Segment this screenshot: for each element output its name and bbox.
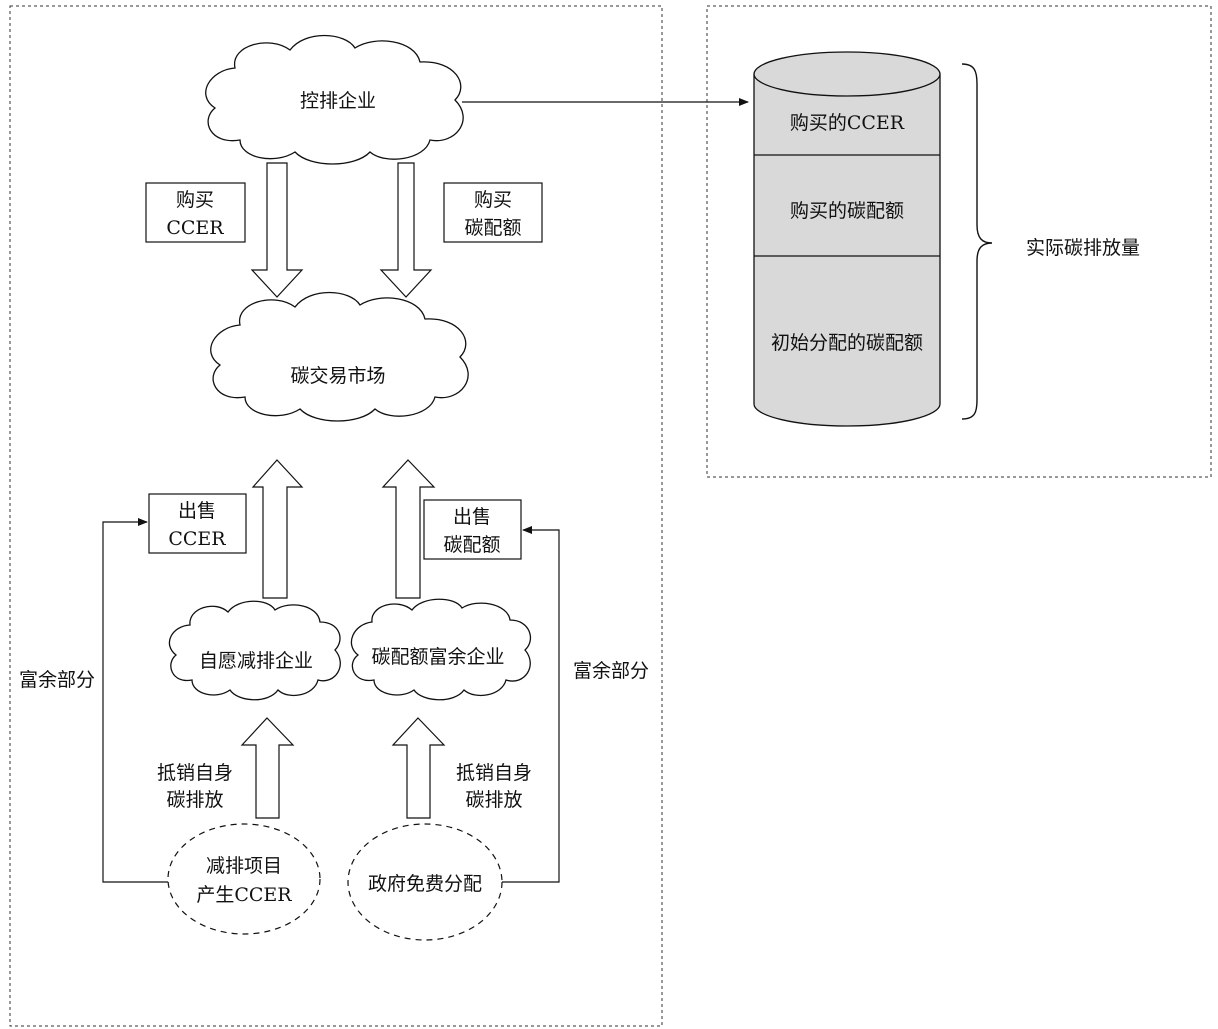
label-sell-quota: 出售 碳配额 xyxy=(423,499,522,560)
svg-text:碳配额: 碳配额 xyxy=(443,534,500,556)
cloud-carbon-market: 碳交易市场 xyxy=(210,291,469,422)
cylinder-segment-ccer: 购买的CCER xyxy=(790,112,905,134)
label-offset-right-line1: 抵销自身 xyxy=(456,762,532,784)
cloud-label: 碳配额富余企业 xyxy=(371,646,504,668)
svg-text:出售: 出售 xyxy=(453,506,491,528)
svg-text:出售: 出售 xyxy=(178,500,216,522)
cloud-voluntary-firm: 自愿减排企业 xyxy=(168,600,341,701)
cloud-label: 控排企业 xyxy=(300,90,376,112)
up-arrow-offset-right xyxy=(391,717,446,819)
label-surplus-right: 富余部分 xyxy=(573,660,649,682)
curly-brace xyxy=(961,63,993,420)
cloud-control-firm: 控排企业 xyxy=(205,34,464,165)
label-offset-left-line2: 碳排放 xyxy=(166,789,223,811)
svg-text:购买: 购买 xyxy=(176,189,214,211)
svg-text:购买: 购买 xyxy=(474,189,512,211)
cylinder-segment-initial-quota: 初始分配的碳配额 xyxy=(771,332,923,354)
emissions-cylinder: 购买的CCER 购买的碳配额 初始分配的碳配额 xyxy=(753,51,941,427)
svg-text:CCER: CCER xyxy=(166,217,224,239)
svg-text:减排项目: 减排项目 xyxy=(206,855,282,877)
label-offset-left-line1: 抵销自身 xyxy=(157,762,233,784)
label-buy-quota: 购买 碳配额 xyxy=(443,182,543,243)
down-arrow-buy-ccer xyxy=(250,162,304,298)
label-actual-emissions: 实际碳排放量 xyxy=(1026,237,1140,259)
label-offset-right-line2: 碳排放 xyxy=(465,789,522,811)
surplus-line-right xyxy=(502,526,560,883)
cloud-label: 碳交易市场 xyxy=(290,365,385,387)
svg-text:政府免费分配: 政府免费分配 xyxy=(368,873,482,895)
label-sell-ccer: 出售 CCER xyxy=(148,493,247,554)
ellipse-project-ccer: 减排项目 产生CCER xyxy=(167,823,321,935)
cloud-label: 自愿减排企业 xyxy=(199,650,313,672)
svg-text:CCER: CCER xyxy=(168,528,226,550)
surplus-line-left xyxy=(102,518,168,883)
svg-text:产生CCER: 产生CCER xyxy=(196,884,292,906)
up-arrow-offset-left xyxy=(240,717,295,819)
right-frame xyxy=(706,5,1212,478)
down-arrow-buy-quota xyxy=(379,162,433,298)
left-frame xyxy=(9,5,663,1027)
up-arrow-sell-ccer xyxy=(251,459,304,599)
cylinder-segment-bought-quota: 购买的碳配额 xyxy=(790,200,904,222)
label-surplus-left: 富余部分 xyxy=(19,669,95,691)
up-arrow-sell-quota xyxy=(381,459,436,599)
label-buy-ccer: 购买 CCER xyxy=(145,182,246,243)
svg-text:碳配额: 碳配额 xyxy=(464,217,521,239)
cloud-surplus-firm: 碳配额富余企业 xyxy=(350,598,532,701)
ellipse-gov-free: 政府免费分配 xyxy=(347,823,503,941)
